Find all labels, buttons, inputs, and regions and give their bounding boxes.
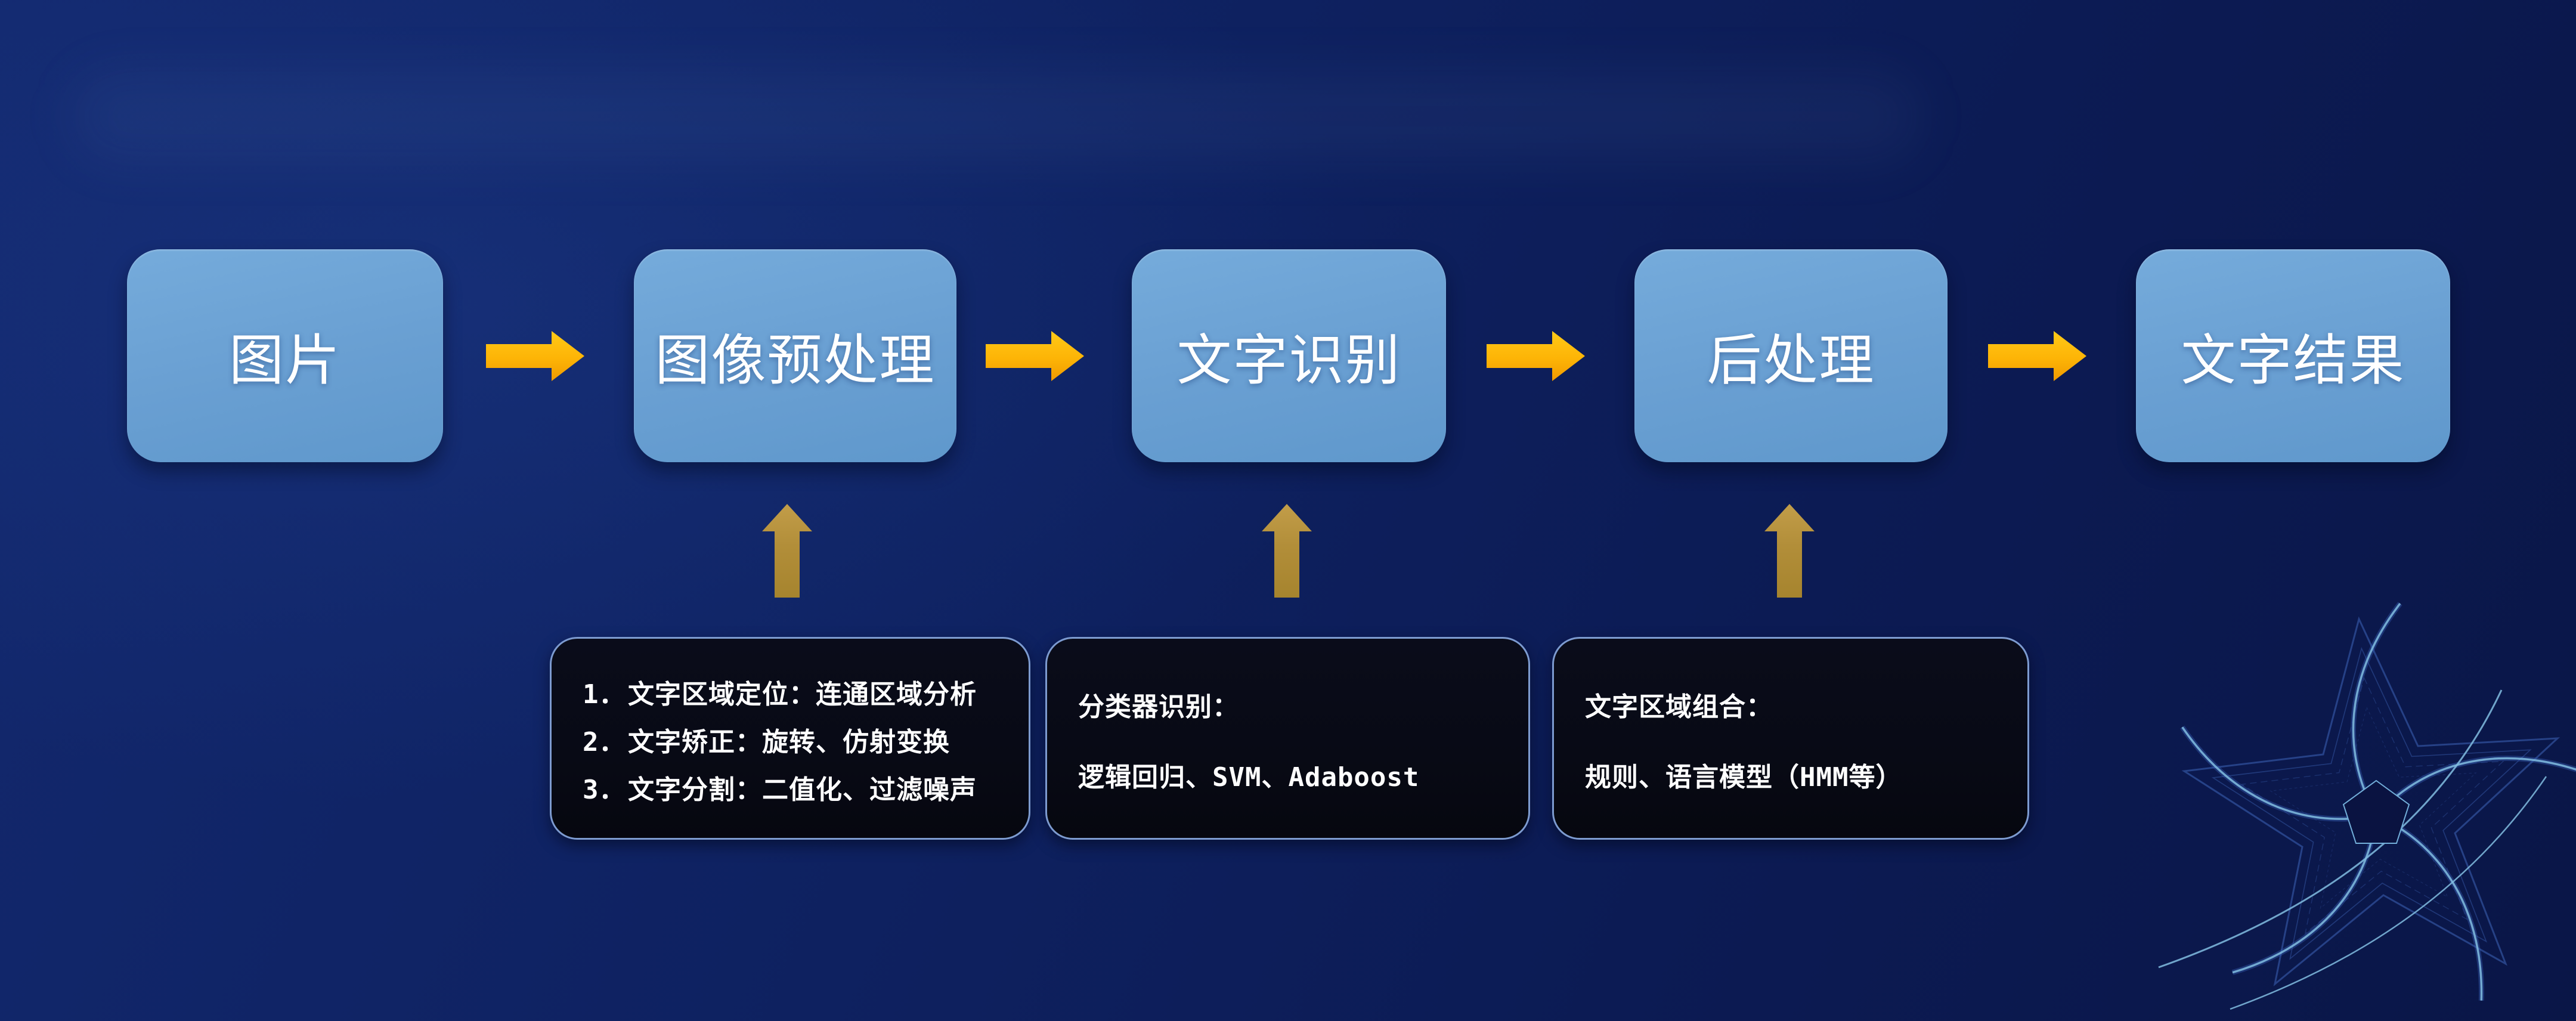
list-number: 1． <box>583 679 626 710</box>
flow-step-box-result: 文字结果 <box>2136 249 2450 462</box>
note-heading: 文字区域组合： <box>1585 692 1773 722</box>
note-text: 文字分割：二值化、过滤噪声 <box>628 775 977 805</box>
flow-step-label: 图片 <box>228 330 341 391</box>
note-line: 分类器识别： <box>1078 672 1510 742</box>
flow-step-box-postprocess: 后处理 <box>1634 249 1948 462</box>
arrow-up-icon-1 <box>762 504 812 598</box>
flow-step-box-recognition: 文字识别 <box>1132 249 1446 462</box>
flow-step-label: 文字识别 <box>1176 330 1401 391</box>
flow-step-label: 文字结果 <box>2181 330 2405 391</box>
arrow-right-icon-2 <box>986 331 1084 381</box>
note-text-latin: HMM <box>1800 762 1849 793</box>
note-line: 逻辑回归、SVM、Adaboost <box>1078 742 1510 813</box>
arrow-right-icon-3 <box>1487 331 1585 381</box>
note-line: 2．文字矫正：旋转、仿射变换 <box>583 719 1011 766</box>
arrow-right-icon-4 <box>1988 331 2086 381</box>
flow-step-label: 后处理 <box>1707 330 1875 391</box>
note-text: 逻辑回归、 <box>1078 763 1212 792</box>
note-box-postprocess: 文字区域组合： 规则、语言模型（HMM等） <box>1552 637 2029 840</box>
note-box-recognition: 分类器识别： 逻辑回归、SVM、Adaboost <box>1045 637 1530 840</box>
note-text: 文字矫正：旋转、仿射变换 <box>628 728 950 757</box>
arrow-right-icon-1 <box>486 331 584 381</box>
note-heading: 分类器识别： <box>1078 692 1239 722</box>
pinwheel-decoration <box>2158 580 2576 1010</box>
list-number: 3． <box>583 775 626 805</box>
list-number: 2． <box>583 727 626 757</box>
arrow-up-icon-3 <box>1764 504 1815 598</box>
flow-step-box-preprocess: 图像预处理 <box>634 249 956 462</box>
arrow-up-icon-2 <box>1262 504 1312 598</box>
flow-step-box-image: 图片 <box>127 249 443 462</box>
note-text: 文字区域定位：连通区域分析 <box>628 680 977 709</box>
note-line: 规则、语言模型（HMM等） <box>1585 742 2010 813</box>
note-line: 文字区域组合： <box>1585 672 2010 742</box>
note-text: 规则、语言模型（ <box>1585 763 1800 792</box>
note-box-preprocess: 1．文字区域定位：连通区域分析 2．文字矫正：旋转、仿射变换 3．文字分割：二值… <box>550 637 1030 840</box>
background-glow-band <box>72 72 1920 161</box>
note-text-latin: SVM、Adaboost <box>1212 762 1420 793</box>
note-text: 等） <box>1849 763 1903 792</box>
note-line: 1．文字区域定位：连通区域分析 <box>583 671 1011 719</box>
note-line: 3．文字分割：二值化、过滤噪声 <box>583 766 1011 814</box>
flow-step-label: 图像预处理 <box>655 330 936 391</box>
